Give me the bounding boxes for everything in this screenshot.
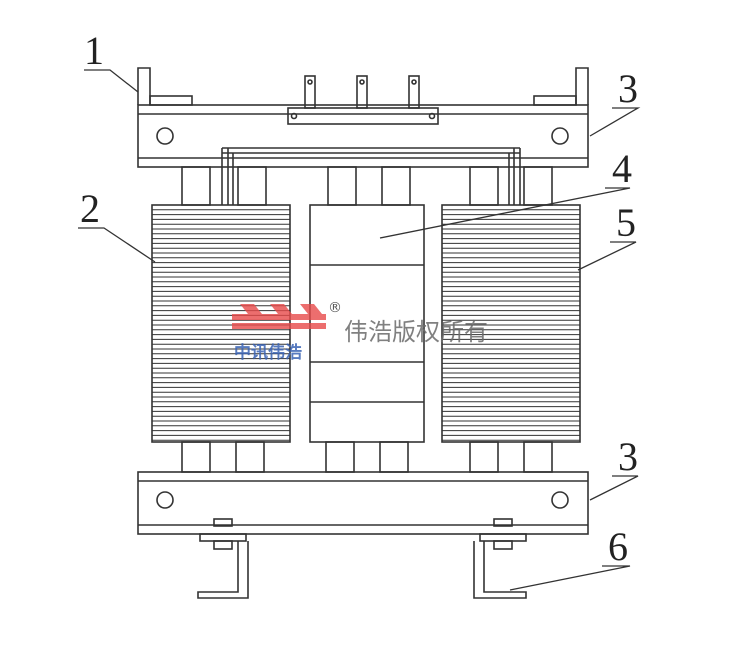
terminal-1 — [304, 75, 316, 109]
leader-lines — [78, 69, 641, 591]
bottom-clamp-beam — [137, 471, 589, 535]
top-left-bracket — [137, 67, 193, 106]
bottom-right-hole — [551, 491, 569, 509]
lower-spacers — [181, 441, 553, 473]
lead-bus-bars — [221, 147, 521, 205]
callout-4: 4 — [612, 146, 632, 191]
top-right-bracket — [533, 67, 589, 106]
watermark-logo — [232, 304, 326, 329]
watermark-registered: ® — [328, 300, 342, 316]
top-left-hole — [156, 127, 174, 145]
upper-spacers — [181, 166, 553, 206]
left-foot — [197, 541, 249, 599]
terminal-3 — [408, 75, 420, 109]
bottom-left-hole — [156, 491, 174, 509]
top-clamp-beam — [137, 104, 589, 168]
watermark-text: 伟浩版权所有 — [344, 318, 488, 346]
callout-3-bottom: 3 — [618, 434, 638, 479]
callout-6: 6 — [608, 524, 628, 569]
left-coil-windings — [152, 209, 290, 441]
terminal-2 — [356, 75, 368, 109]
callout-5: 5 — [616, 200, 636, 245]
right-bolt — [479, 518, 527, 550]
right-foot — [473, 541, 527, 599]
callout-1: 1 — [84, 28, 104, 73]
callout-2: 2 — [80, 186, 100, 231]
right-coil — [441, 204, 581, 443]
watermark: ® 中讯伟浩 伟浩版权所有 — [232, 300, 488, 363]
left-bolt — [199, 518, 247, 550]
callout-3-top: 3 — [618, 66, 638, 111]
right-coil-windings — [442, 209, 580, 441]
terminal-plate — [287, 107, 439, 125]
top-right-hole — [551, 127, 569, 145]
watermark-brand: 中讯伟浩 — [234, 342, 302, 363]
